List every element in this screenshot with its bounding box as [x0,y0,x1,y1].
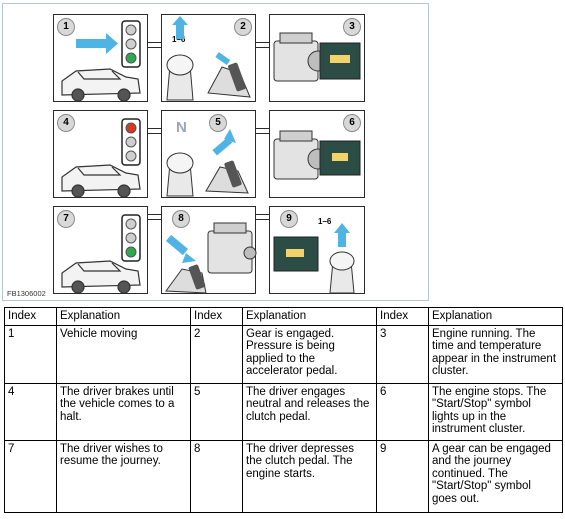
gear-range-label: 1–6 [172,35,186,44]
header-explanation: Explanation [428,307,563,326]
process-illustration: 1 2 1–6 [2,3,429,301]
explanation-cell: The driver wishes to resume the journey. [56,439,191,513]
gear-knob-icon [166,54,194,101]
step-badge: 2 [234,18,252,36]
explanation-cell: The engine stops. The "Start/Stop" symbo… [428,382,563,441]
panel-connector [256,42,269,48]
step-badge: 8 [172,210,190,228]
panel-5-art [166,129,249,197]
panel-step-9: 9 1–6 [269,206,365,294]
arrow-icon [215,52,231,66]
index-cell: 9 [376,439,429,513]
header-explanation: Explanation [56,307,191,326]
figure-code: FB1306002 [7,289,46,298]
index-cell: 8 [190,439,243,513]
explanation-cell: Vehicle moving [56,324,191,384]
header-index: Index [376,307,429,326]
engine-icon [273,32,329,82]
panel-6-art [273,130,361,180]
index-cell: 5 [190,382,243,441]
gear-knob-icon [166,152,194,197]
instrument-cluster-icon [319,42,361,80]
arrow-icon [76,33,118,54]
traffic-light-red-icon [121,118,141,166]
panel-connector [256,214,269,220]
index-cell: 1 [4,324,57,384]
panel-8-art [165,222,257,294]
arrow-icon [212,129,236,156]
index-cell: 2 [190,324,243,384]
explanation-cell: The driver engages neutral and releases … [242,382,377,441]
step-badge: 6 [343,114,361,132]
panel-connector [148,214,161,220]
panel-step-5: 5 N [161,110,256,198]
panel-connector [148,42,161,48]
engine-icon [207,222,257,274]
index-cell: 6 [376,382,429,441]
arrow-icon [166,234,196,263]
gear-knob-icon [329,251,355,294]
explanation-cell: A gear can be engaged and the journey co… [428,439,563,513]
pedal-icon [165,264,207,294]
panel-3-art [273,32,361,82]
index-cell: 4 [4,382,57,441]
table-header-row: Index Explanation Index Explanation Inde… [4,307,563,326]
panel-connector [256,128,269,134]
table-row: 4 The driver brakes until the vehicle co… [4,382,563,441]
car-icon [61,68,141,102]
pedal-icon [205,160,249,194]
engine-icon [273,130,329,180]
index-cell: 3 [376,324,429,384]
panel-4-art [61,118,141,198]
panel-2-art [166,16,251,101]
panel-connector [148,128,161,134]
traffic-light-green-icon [121,214,141,262]
car-icon [61,164,141,198]
panel-step-3: 3 [269,14,365,102]
explanation-table: Index Explanation Index Explanation Inde… [4,307,563,513]
panel-7-art [61,214,141,294]
panel-step-2: 2 1–6 [161,14,256,102]
instrument-cluster-icon [273,236,319,272]
table-row: 1 Vehicle moving 2 Gear is engaged. Pres… [4,324,563,384]
explanation-cell: The driver brakes until the vehicle come… [56,382,191,441]
panel-step-6: 6 [269,110,365,198]
neutral-label: N [176,119,187,136]
panel-step-8: 8 [161,206,257,294]
arrow-icon [172,16,188,39]
panel-step-7: 7 [53,206,148,294]
header-index: Index [4,307,57,326]
header-explanation: Explanation [242,307,377,326]
gear-range-label: 1–6 [318,217,332,226]
instrument-cluster-icon [319,140,361,176]
panel-9-art [273,223,355,294]
explanation-cell: Gear is engaged. Pressure is being appli… [242,324,377,384]
step-badge: 3 [343,18,361,36]
panel-1-art [61,20,141,102]
explanation-cell: Engine running. The time and temperature… [428,324,563,384]
index-cell: 7 [4,439,57,513]
pedal-icon [207,62,251,98]
panel-step-1: 1 [53,14,148,102]
traffic-light-green-icon [121,20,141,68]
panel-step-4: 4 [53,110,148,198]
step-badge: 5 [209,114,227,132]
step-badge: 7 [57,210,75,228]
step-badge: 9 [280,210,298,228]
arrow-icon [334,223,350,247]
table-row: 7 The driver wishes to resume the journe… [4,439,563,513]
step-badge: 1 [57,18,75,36]
explanation-cell: The driver depresses the clutch pedal. T… [242,439,377,513]
header-index: Index [190,307,243,326]
car-icon [61,260,141,294]
step-badge: 4 [57,114,75,132]
